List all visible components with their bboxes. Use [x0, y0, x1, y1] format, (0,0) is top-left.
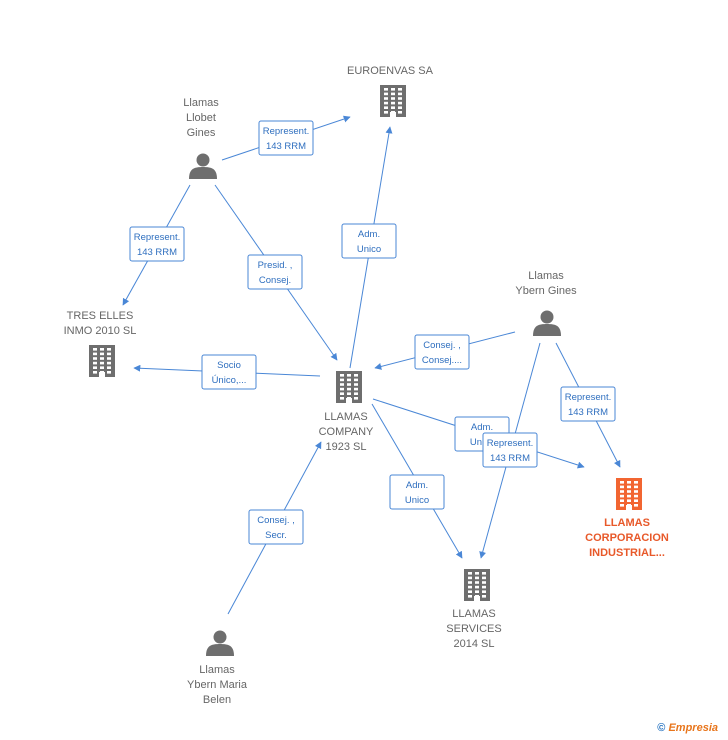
node-label-ybern_gines: Llamas: [528, 270, 564, 282]
node-tres_elles[interactable]: TRES ELLES INMO 2010 SL: [64, 310, 137, 377]
edge-label-text: 143 RRM: [490, 453, 530, 464]
edge-label[interactable]: Represent. 143 RRM: [258, 120, 314, 156]
node-euroenvas[interactable]: EUROENVAS SA: [347, 65, 434, 117]
edge-label-text: Unico: [470, 437, 494, 448]
building-icon: [464, 569, 490, 601]
building-icon: [380, 85, 406, 117]
node-label-llamas_services: SERVICES: [446, 623, 501, 635]
edge-label-box[interactable]: [258, 120, 314, 156]
edge-label[interactable]: Adm. Unico: [389, 474, 445, 510]
edge-label-text: 143 RRM: [568, 407, 608, 418]
node-label-maria_belen: Ybern Maria: [187, 679, 248, 691]
edge-label[interactable]: Adm. Unico: [341, 223, 397, 259]
edge-label-box[interactable]: [201, 354, 257, 390]
edge-label[interactable]: SocioÚnico,...: [201, 354, 257, 390]
node-label-ybern_gines: Ybern Gines: [515, 285, 577, 297]
node-label-llamas_company: 1923 SL: [326, 441, 367, 453]
edge-label-text: Adm.: [471, 422, 493, 433]
node-label-llamas_corp: CORPORACION: [585, 532, 669, 544]
edge-label-box[interactable]: [482, 432, 538, 468]
edge-label[interactable]: Presid. , Consej.: [247, 254, 303, 290]
node-label-llobet: Gines: [187, 127, 216, 139]
node-label-llobet: Llobet: [186, 112, 216, 124]
edge-label[interactable]: Consej. , Consej....: [414, 334, 470, 370]
node-label-llamas_corp: LLAMAS: [604, 517, 650, 529]
node-label-tres_elles: TRES ELLES: [67, 310, 134, 322]
node-label-llamas_services: LLAMAS: [452, 608, 495, 620]
edge-label-text: Presid. ,: [258, 260, 293, 271]
edge-label-text: Unico: [405, 495, 429, 506]
node-label-llobet: Llamas: [183, 97, 219, 109]
edge-label[interactable]: Consej. , Secr.: [248, 509, 304, 545]
edge-label-text: Consej. ,: [423, 340, 461, 351]
edge-label-box[interactable]: [248, 509, 304, 545]
edge-label-text: Represent.: [565, 392, 611, 403]
node-label-llamas_services: 2014 SL: [454, 638, 495, 650]
edge-label-text: Consej....: [422, 355, 462, 366]
building-icon: [616, 478, 642, 510]
building-icon: [89, 345, 115, 377]
edge-label-box[interactable]: [560, 386, 616, 422]
copyright-footer: © Empresia: [657, 722, 718, 734]
edge-label[interactable]: Represent. 143 RRM: [482, 432, 538, 468]
edge-label-text: Adm.: [358, 229, 380, 240]
edge-label-text: Represent.: [263, 126, 309, 137]
building-icon: [336, 371, 362, 403]
node-label-tres_elles: INMO 2010 SL: [64, 325, 137, 337]
node-llamas_company[interactable]: LLAMAS COMPANY 1923 SL: [319, 371, 374, 453]
edge-label-text: Secr.: [265, 530, 287, 541]
node-label-llamas_company: LLAMAS: [324, 411, 367, 423]
edge-label-box[interactable]: [389, 474, 445, 510]
node-label-llamas_corp: INDUSTRIAL...: [589, 547, 665, 559]
edge-label-box[interactable]: [414, 334, 470, 370]
edge-label-text: Represent.: [487, 438, 533, 449]
edge-label-text: Consej.: [259, 275, 291, 286]
edge-label-text: Socio: [217, 360, 241, 371]
edge-label-text: 143 RRM: [266, 141, 306, 152]
copyright-icon: ©: [657, 722, 666, 734]
node-llamas_corp[interactable]: LLAMAS CORPORACION INDUSTRIAL...: [585, 478, 669, 559]
edge-label-text: Consej. ,: [257, 515, 295, 526]
edge-label-text: Unico: [357, 244, 381, 255]
edge-label[interactable]: Represent. 143 RRM: [560, 386, 616, 422]
node-label-euroenvas: EUROENVAS SA: [347, 65, 434, 77]
node-llamas_services[interactable]: LLAMAS SERVICES 2014 SL: [446, 569, 502, 650]
edge-label-box[interactable]: [247, 254, 303, 290]
edge-label-text: Represent.: [134, 232, 180, 243]
edge-label-text: Único,...: [212, 375, 247, 386]
person-icon: [533, 310, 561, 336]
edge-label[interactable]: Represent. 143 RRM: [129, 226, 185, 262]
edge-label-text: 143 RRM: [137, 247, 177, 258]
edge-label-box[interactable]: [341, 223, 397, 259]
person-icon: [206, 630, 234, 656]
brand-logo: Empresia: [668, 722, 718, 734]
node-label-maria_belen: Llamas: [199, 664, 235, 676]
edge-label-box[interactable]: [129, 226, 185, 262]
edge-label-text: Adm.: [406, 480, 428, 491]
node-label-llamas_company: COMPANY: [319, 426, 374, 438]
person-icon: [189, 153, 217, 179]
node-label-maria_belen: Belen: [203, 694, 231, 706]
